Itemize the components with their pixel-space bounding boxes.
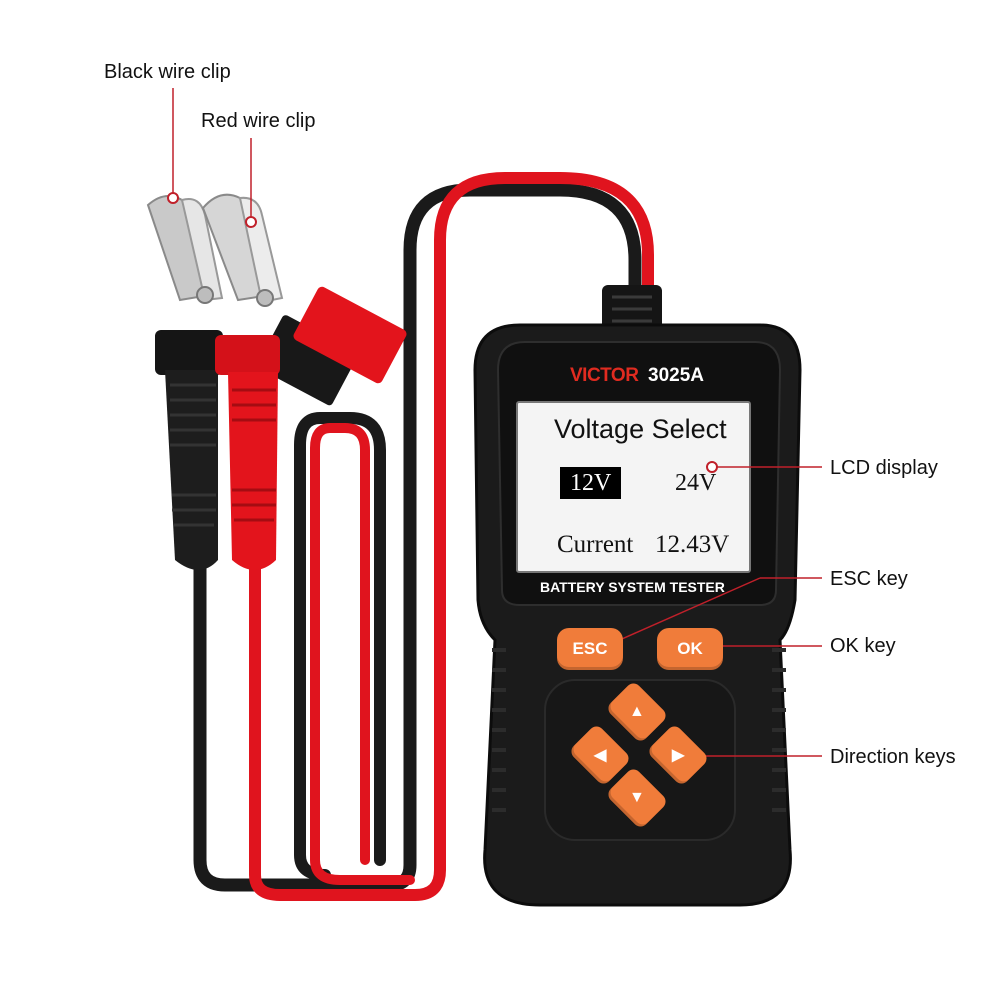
current-voltage-value: 12.43V — [655, 531, 730, 558]
voltage-option-24v: 24V — [675, 470, 717, 496]
right-arrow-icon: ▶ — [671, 747, 685, 764]
callout-ok-key: OK key — [830, 635, 896, 657]
red-wire — [249, 172, 654, 901]
tester-body — [473, 285, 802, 907]
callout-lcd-display: LCD display — [830, 457, 938, 479]
red-clip-marker — [245, 216, 257, 228]
model-number: 3025A — [648, 365, 704, 386]
black-wire — [193, 183, 642, 892]
voltage-option-12v: 12V — [560, 467, 622, 499]
ok-button[interactable]: OK — [657, 628, 723, 670]
callout-black-wire-clip: Black wire clip — [104, 61, 231, 83]
red-wire-loop — [310, 423, 415, 885]
test-wires — [193, 172, 654, 901]
red-wire-clip — [201, 193, 407, 570]
up-arrow-icon: ▲ — [629, 703, 645, 720]
callout-direction-keys: Direction keys — [830, 746, 956, 768]
black-wire-clip — [146, 195, 358, 570]
left-arrow-icon: ◀ — [593, 747, 607, 764]
callout-red-wire-clip: Red wire clip — [201, 110, 316, 132]
brand-logo: VICTOR — [570, 365, 639, 386]
lcd-screen — [516, 401, 751, 573]
black-clip-marker — [167, 192, 179, 204]
down-arrow-icon: ▼ — [629, 789, 645, 806]
callout-esc-key: ESC key — [830, 568, 908, 590]
panel-label: BATTERY SYSTEM TESTER — [540, 579, 725, 595]
black-wire-loop — [294, 412, 386, 881]
current-label: Current — [557, 531, 634, 558]
lcd-title: Voltage Select — [554, 414, 727, 444]
lcd-marker — [706, 461, 718, 473]
esc-button[interactable]: ESC — [557, 628, 623, 670]
